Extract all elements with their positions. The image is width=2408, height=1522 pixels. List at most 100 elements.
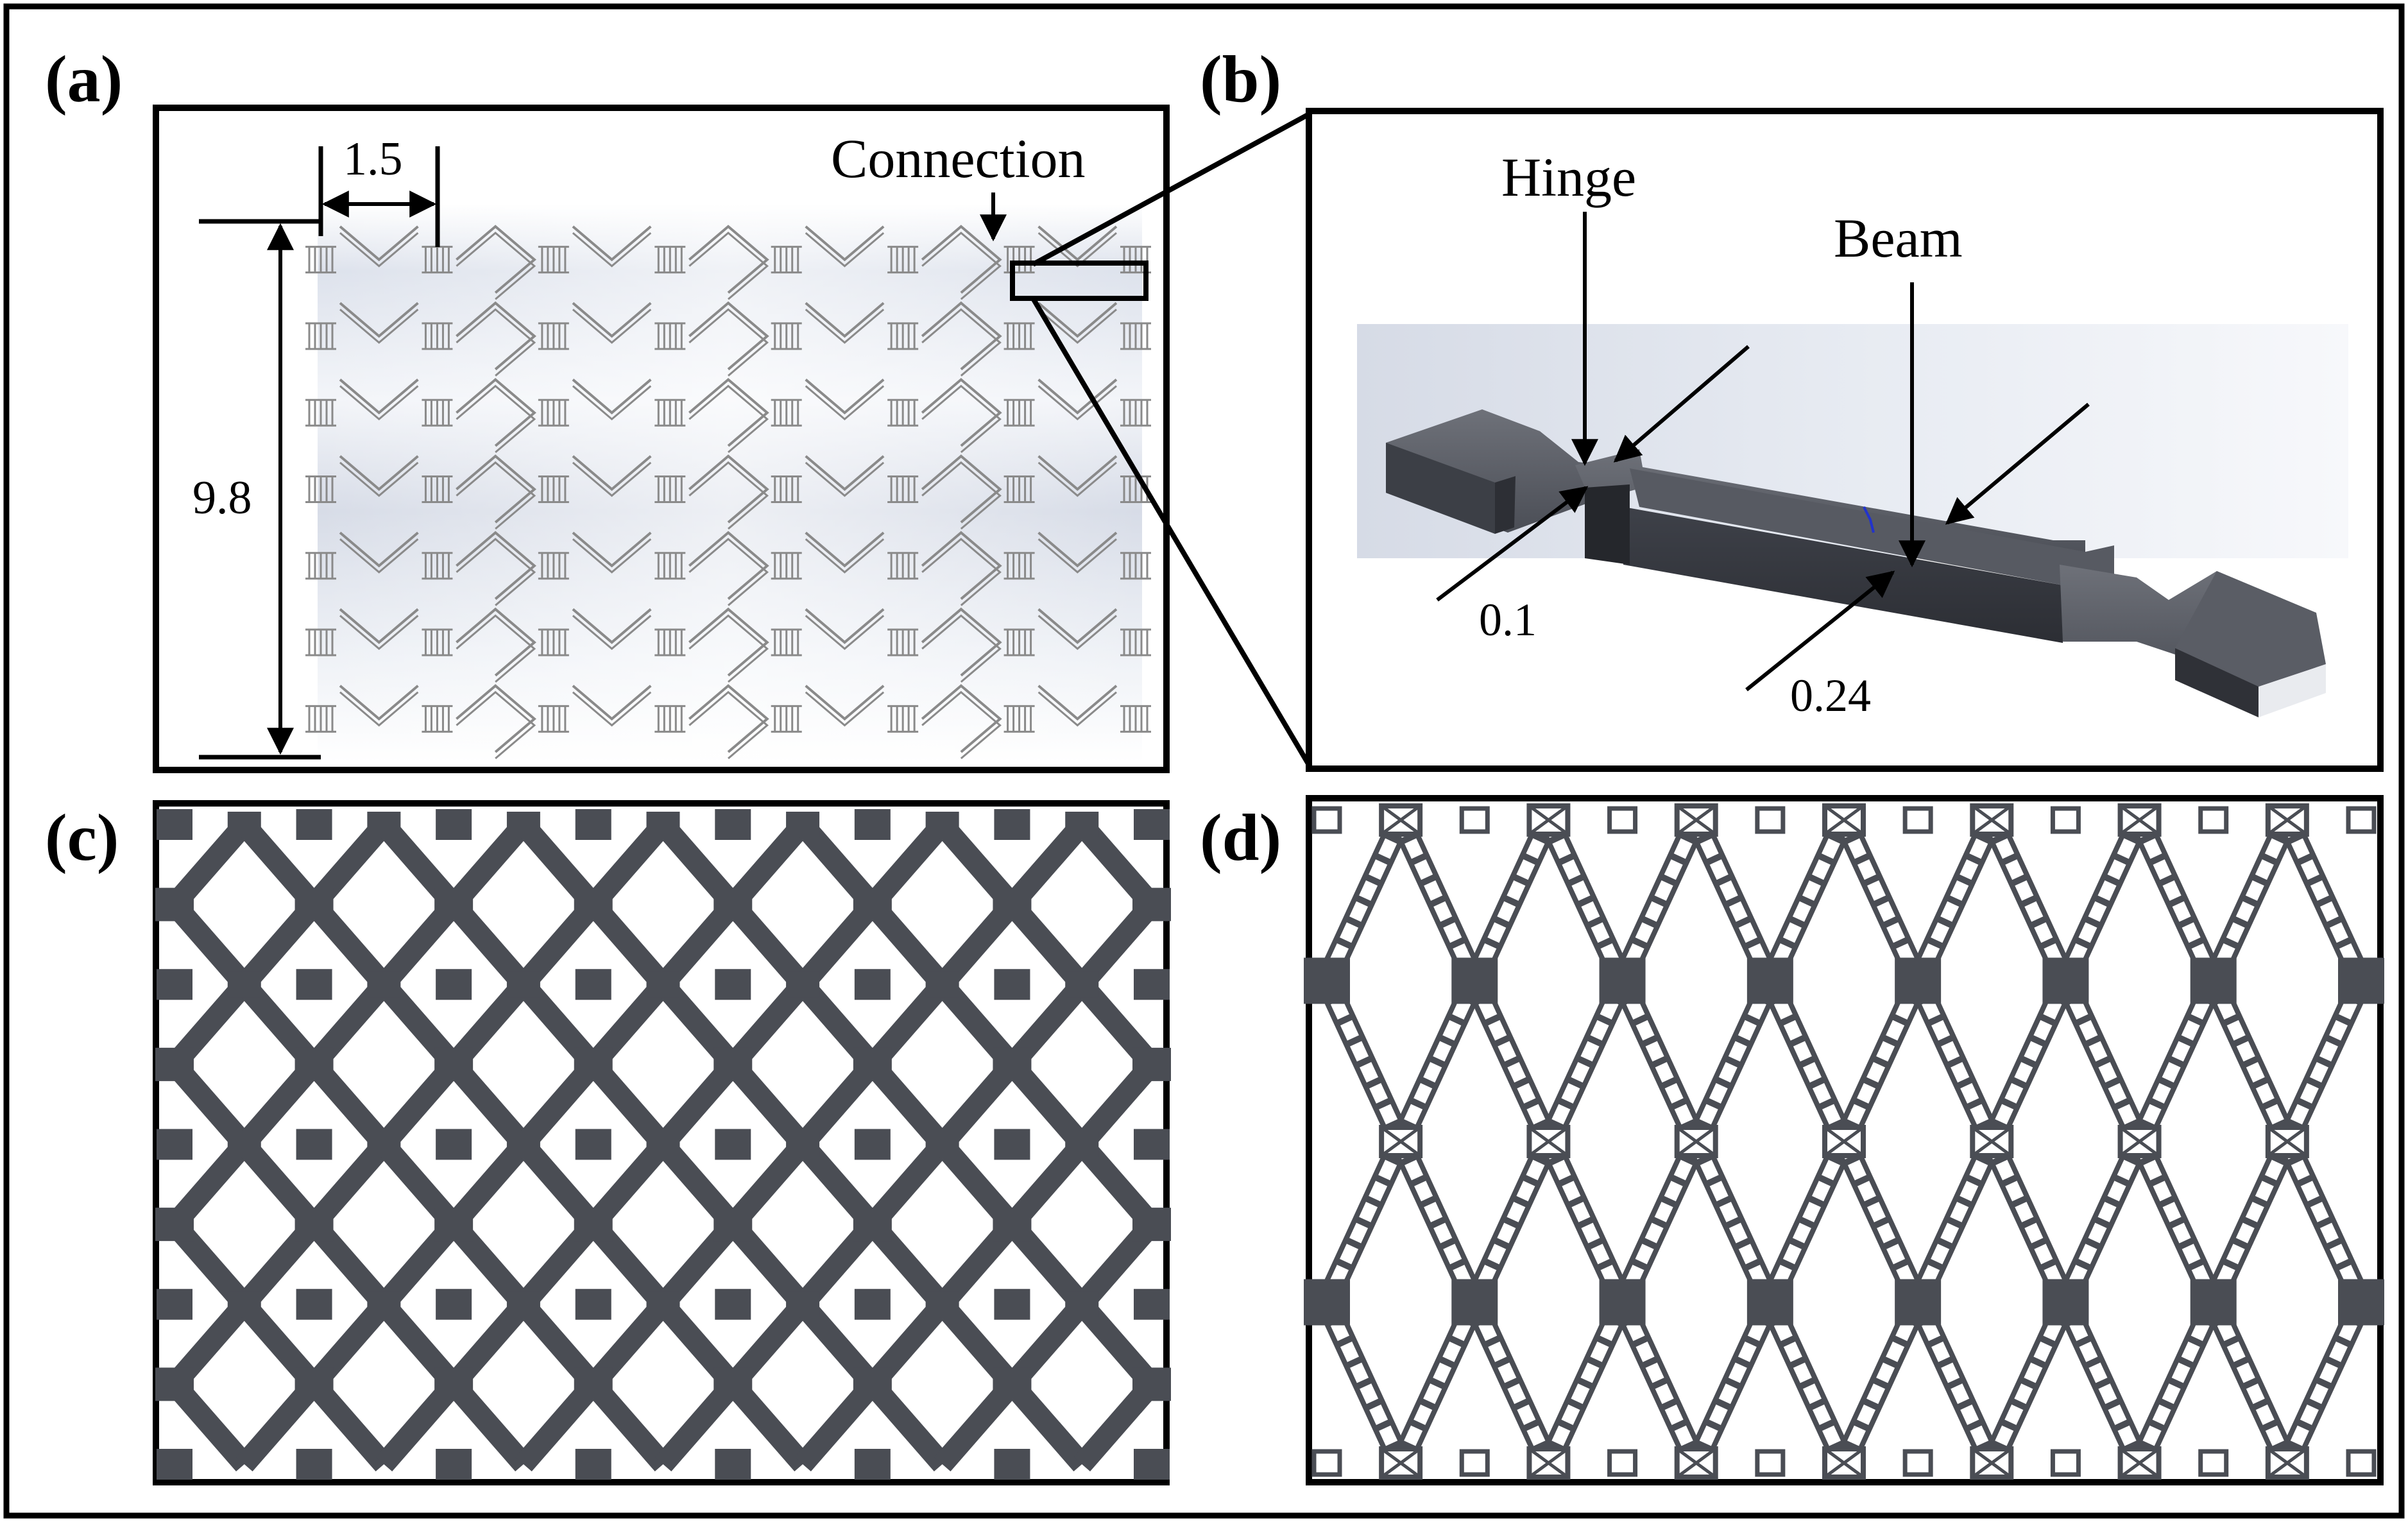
sketch-strut <box>688 225 769 294</box>
lattice-strut-inner <box>2281 1138 2368 1305</box>
sketch-strut <box>339 615 419 651</box>
sketch-strut <box>572 691 652 727</box>
lattice-node <box>786 812 820 837</box>
lattice-strut-inner <box>1690 1299 1776 1466</box>
lattice-node <box>1599 1279 1646 1326</box>
lattice-node <box>367 1291 401 1317</box>
sketch-strut <box>456 684 536 753</box>
lattice-node <box>436 809 472 840</box>
lattice-strut-inner <box>2281 1299 2368 1466</box>
lattice-node <box>994 1129 1030 1160</box>
lattice-node <box>925 1131 959 1158</box>
lattice-node <box>854 1288 891 1320</box>
stent-lattice-hollow <box>1304 803 2384 1480</box>
sketch-strut <box>805 225 885 262</box>
sketch-strut <box>572 455 652 492</box>
lattice-node <box>853 887 892 921</box>
sketch-strut <box>339 455 419 492</box>
sketch-strut <box>456 232 536 300</box>
lattice-strut-inner <box>1320 817 1407 984</box>
lattice-truss-brace <box>2267 1447 2308 1479</box>
lattice-node <box>1451 957 1498 1004</box>
lattice-strut-inner <box>1986 978 2072 1145</box>
sketch-strut <box>921 377 1002 447</box>
sketch-strut <box>339 685 419 721</box>
lattice-truss-brace <box>1528 804 1569 836</box>
lattice-node <box>434 1047 474 1081</box>
lattice-strut-inner <box>1469 1138 1555 1305</box>
lattice-node <box>575 809 611 840</box>
sketch-strut <box>688 607 769 677</box>
lattice-node <box>713 1367 753 1401</box>
sketch-strut <box>805 379 885 415</box>
lattice-strut-inner <box>2207 978 2293 1145</box>
lattice-node <box>713 1047 753 1081</box>
lattice-strut-inner <box>1320 1299 1407 1466</box>
lattice-strut-inner <box>1838 817 1924 984</box>
lattice-strut-inner <box>1912 978 1998 1145</box>
lattice-node <box>155 1367 194 1401</box>
lattice-node <box>1065 1131 1099 1158</box>
sketch-strut <box>805 691 885 727</box>
lattice-strut-inner <box>2207 1138 2293 1305</box>
lattice-strut-inner <box>1616 1299 1702 1466</box>
lattice-edge-node <box>1311 1449 1342 1477</box>
sketch-strut <box>572 538 652 574</box>
lattice-node <box>436 1288 472 1320</box>
lattice-strut-inner <box>1320 978 1407 1145</box>
lattice-strut-inner <box>1986 1138 2072 1305</box>
lattice-node <box>1746 1279 1793 1326</box>
lattice-node <box>1895 957 1942 1004</box>
lattice-node <box>574 1367 613 1401</box>
lattice-node <box>853 1367 892 1401</box>
lattice-node <box>1134 1449 1170 1480</box>
lattice-node <box>1132 1047 1171 1081</box>
lattice-strut-inner <box>1542 1138 1628 1305</box>
sketch-strut <box>688 454 769 524</box>
sketch-strut <box>572 531 652 568</box>
lattice-node <box>994 1288 1030 1320</box>
lattice-truss-brace <box>1380 804 1421 836</box>
panel-c-letter: (c) <box>45 801 119 875</box>
lattice-node <box>1134 1288 1170 1320</box>
sketch-strut <box>1037 232 1117 268</box>
sketch-strut <box>456 538 536 606</box>
sketch-strut <box>688 690 769 760</box>
lattice-node <box>1065 971 1099 998</box>
sketch-strut <box>805 461 885 497</box>
lattice-edge-node <box>2050 1449 2081 1477</box>
lattice-strut-inner <box>1690 978 1776 1145</box>
panel-b: Hinge 0.1 Beam 0.24 <box>1306 108 2384 772</box>
beam-3d-model <box>1386 409 2326 717</box>
lattice-node <box>155 1047 194 1081</box>
sketch-strut <box>456 607 536 677</box>
lattice-edge-node <box>1311 806 1342 834</box>
lattice-node <box>2338 1279 2384 1326</box>
outer-frame <box>3 3 2405 1519</box>
sketch-strut <box>456 377 536 447</box>
sketch-strut <box>921 531 1002 600</box>
lattice-truss-brace <box>1528 1125 1569 1158</box>
hinge-thickness-label: 0.1 <box>1479 594 1537 646</box>
hinge-arrow-diagonal-top <box>1613 345 1750 463</box>
sketch-strut <box>1037 691 1117 727</box>
lattice-strut-inner <box>2133 978 2219 1145</box>
lattice-node <box>574 1208 613 1242</box>
lattice-strut-inner <box>1469 817 1555 984</box>
lattice-node <box>434 1367 474 1401</box>
sketch-strut <box>688 614 769 683</box>
lattice-truss-brace <box>1971 804 2012 836</box>
sketch-strut <box>805 615 885 651</box>
width-dim-label: 1.5 <box>343 133 403 185</box>
lattice-truss-brace <box>1823 1125 1865 1158</box>
sketch-strut <box>688 232 769 300</box>
lattice-node <box>646 971 680 998</box>
sketch-strut <box>805 685 885 721</box>
sketch-strut <box>572 302 652 338</box>
lattice-strut-inner <box>1542 1299 1628 1466</box>
lattice-node <box>506 812 540 837</box>
lattice-node <box>715 1449 751 1480</box>
lattice-edge-node <box>1902 806 1933 834</box>
sketch-strut <box>572 615 652 651</box>
lattice-strut-inner <box>1764 978 1850 1145</box>
